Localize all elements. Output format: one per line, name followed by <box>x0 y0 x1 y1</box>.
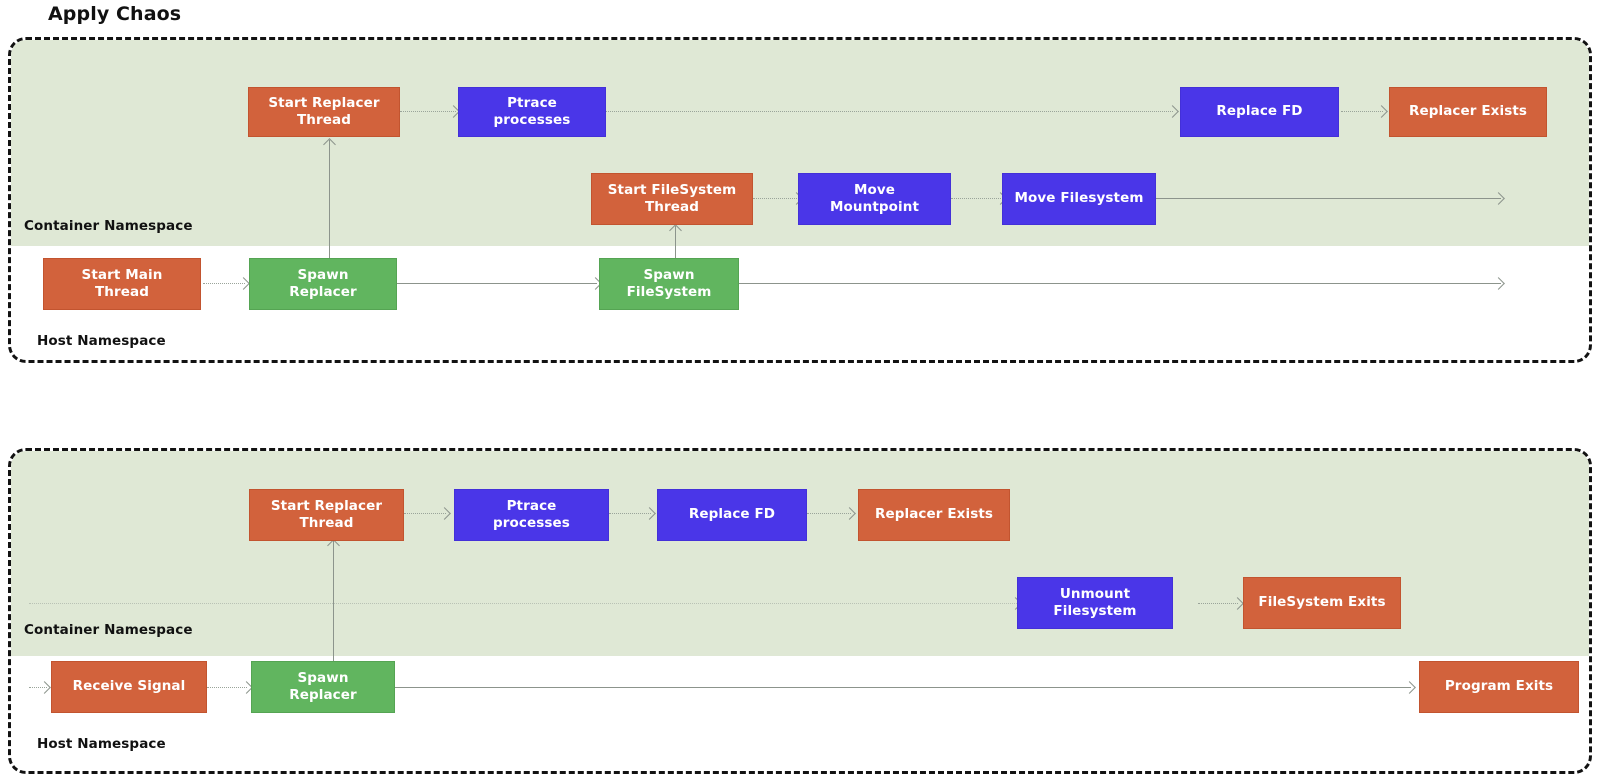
edge-replace-fd-to-replacer-exists <box>807 513 851 514</box>
node-filesystem-exits[interactable]: FileSystem Exits <box>1243 577 1401 629</box>
edge-spawn-replacer-to-start-replacer-thread <box>329 140 330 296</box>
edge-unmount-to-filesystem-exits <box>1198 603 1238 604</box>
arrowhead-receive-signal <box>38 681 51 694</box>
edge-spawn-replacer-to-start-replacer-thread <box>333 541 334 701</box>
label-host-namespace: Host Namespace <box>37 333 166 349</box>
node-replace-fd[interactable]: Replace FD <box>1180 87 1339 137</box>
arrowhead-program-exits <box>1403 681 1416 694</box>
edge-start-main-to-spawn-replacer <box>203 283 245 284</box>
node-program-exits[interactable]: Program Exits <box>1419 661 1579 713</box>
node-label: Replacer Exists <box>1408 103 1528 120</box>
edge-replace-fd-to-replacer-exists <box>1341 111 1383 112</box>
node-label: Move Filesystem <box>1014 190 1144 207</box>
node-label: Replacer Exists <box>874 506 994 523</box>
lane-line-container-filesystem <box>29 603 1019 604</box>
edge-ptrace-to-replace-fd <box>609 513 651 514</box>
edge-lane-start-to-receive-signal <box>29 687 47 688</box>
label-container-namespace: Container Namespace <box>24 622 193 638</box>
edge-receive-signal-to-spawn-replacer <box>207 687 247 688</box>
arrowhead-host-lane-end <box>1492 277 1505 290</box>
edge-move-filesystem-to-lane-end <box>1156 198 1501 199</box>
edge-move-mountpoint-to-move-filesystem <box>951 198 1003 199</box>
node-move-filesystem[interactable]: Move Filesystem <box>1002 173 1156 225</box>
edge-start-replacer-to-ptrace <box>404 513 446 514</box>
node-receive-signal[interactable]: Receive Signal <box>51 661 207 713</box>
edge-spawn-replacer-to-spawn-filesystem <box>397 283 597 284</box>
node-replace-fd[interactable]: Replace FD <box>657 489 807 541</box>
node-replacer-exists[interactable]: Replacer Exists <box>858 489 1010 541</box>
node-replacer-exists[interactable]: Replacer Exists <box>1389 87 1547 137</box>
label-container-namespace: Container Namespace <box>24 218 193 234</box>
edge-ptrace-to-replace-fd <box>605 111 1173 112</box>
node-label: Replace FD <box>688 506 776 523</box>
node-label: FileSystem Exits <box>1258 594 1386 611</box>
label-host-namespace: Host Namespace <box>37 736 166 752</box>
node-label: Program Exits <box>1444 678 1554 695</box>
edge-start-fs-to-move-mountpoint <box>753 198 799 199</box>
edge-spawn-replacer-to-program-exits <box>395 687 1411 688</box>
node-label: Receive Signal <box>72 678 186 695</box>
page-title: Apply Chaos <box>48 3 182 25</box>
arrowhead-spawn-replacer <box>237 277 250 290</box>
edge-start-replacer-to-ptrace <box>400 111 456 112</box>
edge-spawn-filesystem-to-lane-end <box>739 283 1501 284</box>
node-label: Replace FD <box>1216 103 1303 120</box>
